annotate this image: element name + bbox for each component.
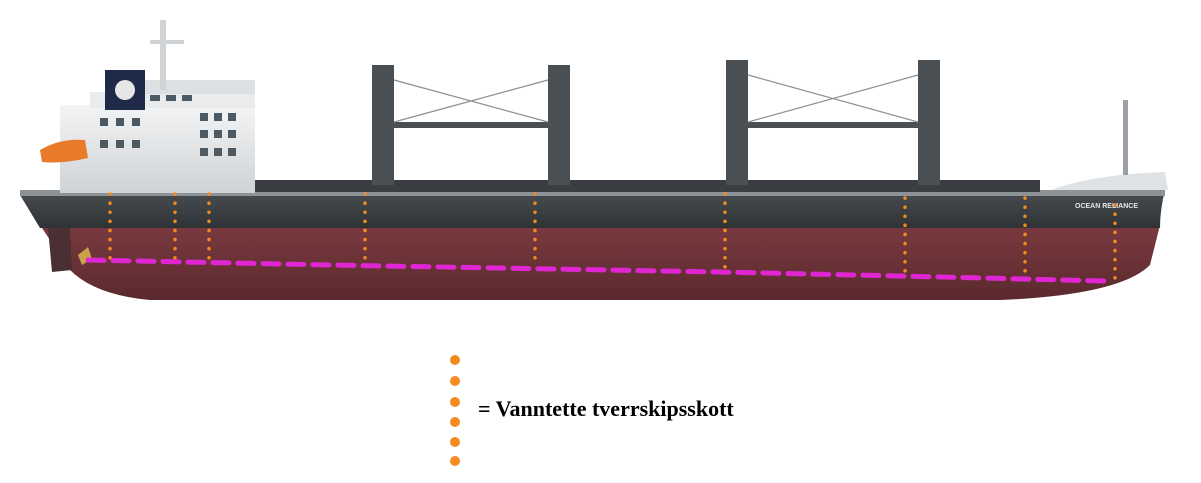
hull-lower [40,225,1160,300]
double-bottom-line [85,257,1108,284]
forecastle [1040,172,1168,195]
crane-2 [726,60,940,185]
superstructure-windows [100,95,236,156]
bridge-wing [140,80,255,94]
legend [450,355,460,466]
ship-diagram: OCEAN RELIANCE [20,20,1168,300]
bulkheads [108,192,1117,282]
crane-2-cables [747,74,919,123]
superstructure [60,105,255,193]
mast-yard [150,40,184,44]
hatch-covers [200,180,1040,192]
rudder [48,228,72,272]
lifeboat [40,139,88,163]
crane-1-cables [393,79,549,123]
fore-mast [1123,100,1128,175]
hull-upper [20,190,1165,228]
ship-name: OCEAN RELIANCE [1075,203,1138,210]
main-mast [160,20,166,90]
crane-1 [372,65,570,185]
legend-dots-icon [450,355,460,466]
legend-label: = Vanntette tverrskipsskott [478,396,734,421]
funnel-logo-icon [115,80,135,100]
deck-line [20,190,1165,196]
